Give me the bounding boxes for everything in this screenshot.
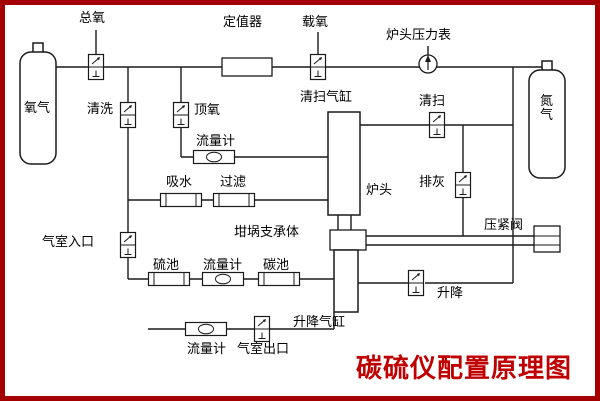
label-purge: 清洗 — [87, 102, 114, 117]
label-total-oxygen: 总氧 — [79, 11, 106, 26]
label-sulfur-cell: 硫池 — [153, 258, 180, 273]
purge-valve — [119, 101, 137, 129]
label-chamber-inlet: 气室入口 — [42, 235, 95, 250]
label-oxygen-tank: 氧气 — [24, 101, 51, 116]
sweep-valve — [428, 111, 446, 139]
top-oxygen-valve — [172, 101, 190, 129]
label-chamber-outlet: 气室出口 — [237, 342, 290, 357]
nitrogen-cylinder — [528, 60, 566, 179]
label-regulator: 定值器 — [223, 15, 263, 30]
label-ash-discharge: 排灰 — [419, 175, 446, 190]
oxygen-cylinder — [19, 42, 57, 165]
filter-cartridge — [212, 192, 256, 208]
label-flow-meter-middle: 流量计 — [203, 258, 243, 273]
water-absorber — [159, 192, 203, 208]
label-sweep: 清扫 — [419, 94, 446, 109]
sulfur-cell — [147, 271, 191, 287]
lift-valve — [407, 269, 425, 297]
flow-meter-top — [192, 149, 236, 165]
flow-meter-bottom — [184, 321, 228, 337]
piping-lines — [56, 30, 548, 330]
pressure-gauge — [418, 54, 438, 74]
label-crucible-support: 坩埚支承体 — [234, 225, 300, 240]
clamp-valve-box — [533, 225, 561, 253]
label-top-oxygen: 顶氧 — [194, 103, 221, 118]
regulator-box — [221, 57, 273, 77]
chamber-inlet-valve — [119, 231, 137, 259]
label-flow-meter-bottom: 流量计 — [187, 342, 227, 357]
crucible-support-block — [329, 229, 367, 251]
label-clamp-valve: 压紧阀 — [484, 218, 524, 233]
label-filter: 过滤 — [220, 175, 247, 190]
label-water-absorb: 吸水 — [166, 175, 193, 190]
label-lift-cylinder: 升降气缸 — [293, 315, 346, 330]
total-oxygen-valve — [87, 53, 105, 81]
carbon-cell — [257, 271, 301, 287]
lift-cylinder-block — [333, 249, 359, 313]
label-carrier-oxygen: 载氧 — [302, 15, 329, 30]
label-flow-meter-top: 流量计 — [196, 134, 236, 149]
label-carbon-cell: 碳池 — [263, 258, 290, 273]
ash-discharge-valve — [454, 171, 472, 199]
flow-meter-middle — [201, 271, 245, 287]
carrier-oxygen-valve — [309, 53, 327, 81]
chamber-outlet-valve — [253, 315, 271, 343]
label-sweep-cylinder: 清扫气缸 — [300, 90, 353, 105]
diagram-title: 碳硫仪配置原理图 — [356, 354, 573, 384]
label-furnace-head: 炉头 — [366, 183, 393, 198]
furnace-head-block — [327, 111, 361, 216]
label-furnace-pressure-gauge: 炉头压力表 — [386, 28, 452, 43]
label-lift: 升降 — [437, 286, 464, 301]
label-nitrogen-tank: 氮气 — [539, 94, 553, 124]
